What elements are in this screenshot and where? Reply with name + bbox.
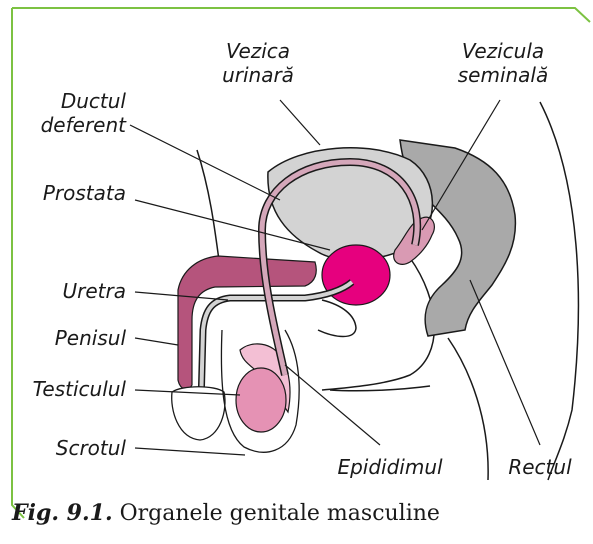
testis-shape: [236, 368, 286, 432]
label-vezicula-2: seminală: [458, 63, 549, 87]
label-scrotul: Scrotul: [56, 436, 127, 460]
label-penisul: Penisul: [55, 326, 127, 350]
label-vezicula-1: Vezicula: [462, 39, 544, 63]
caption-text: Organele genitale masculine: [120, 501, 440, 526]
label-vezica-1: Vezica: [226, 39, 290, 63]
figure-caption: Fig. 9.1. Organele genitale masculine: [12, 500, 440, 526]
label-uretra: Uretra: [63, 279, 127, 303]
label-ductul-1: Ductul: [61, 89, 127, 113]
label-ductul-2: deferent: [41, 113, 128, 137]
label-testiculul: Testiculul: [33, 377, 127, 401]
glans-shape: [172, 387, 225, 440]
label-epididimul: Epididimul: [337, 455, 443, 479]
label-vezica-2: urinară: [222, 63, 294, 87]
caption-fig-label: Fig. 9.1.: [12, 500, 113, 526]
label-prostata: Prostata: [43, 181, 126, 205]
label-rectul: Rectul: [508, 455, 572, 479]
